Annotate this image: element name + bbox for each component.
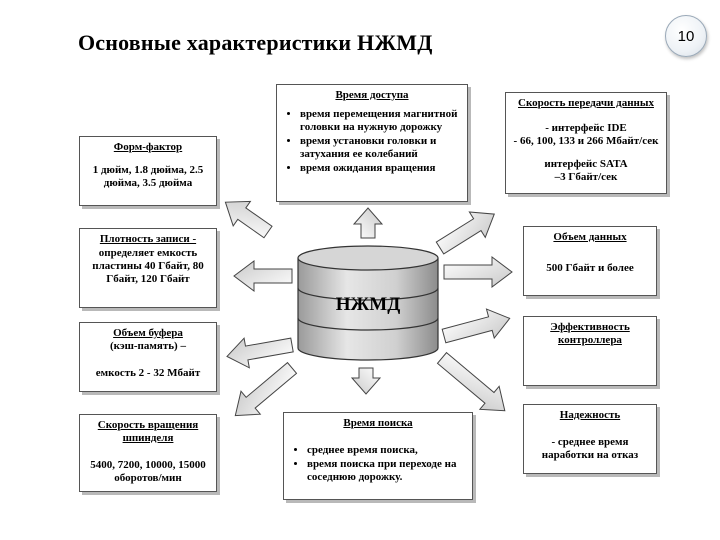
buffer-size-box: Объем буфера (кэш-память) – емкость 2 - … xyxy=(79,322,217,392)
density-text: определяет емкость пластины 40 Гбайт, 80… xyxy=(92,247,204,285)
list-item: время ожидания вращения xyxy=(300,162,462,175)
reliability-heading: Надежность xyxy=(559,409,621,421)
access-time-box: Время доступа время перемещения магнитно… xyxy=(276,84,468,202)
reliability-text: - среднее время наработки на отказ xyxy=(541,436,639,461)
arrow-down xyxy=(350,367,382,395)
arrow-down-left xyxy=(234,361,298,417)
form-factor-values: 1 дюйм, 1.8 дюйма, 2.5 дюйма, 3.5 дюйма xyxy=(92,164,204,189)
arrow-up-left xyxy=(224,200,273,239)
arrow-left-lower xyxy=(226,337,294,369)
buffer-capacity: емкость 2 - 32 Мбайт xyxy=(95,367,201,379)
access-time-list: время перемещения магнитной головки на н… xyxy=(282,108,462,175)
arrow-right-lower xyxy=(441,308,511,344)
capacity-value: 500 Гбайт и более xyxy=(546,262,634,274)
recording-density-box: Плотность записи - определяет емкость пл… xyxy=(79,228,217,308)
arrow-down-right xyxy=(436,351,506,412)
data-capacity-box: Объем данных 500 Гбайт и более xyxy=(523,226,657,296)
arrow-up xyxy=(352,207,384,239)
controller-efficiency-box: Эффективность контроллера xyxy=(523,316,657,386)
form-factor-heading: Форм-фактор xyxy=(113,141,183,153)
disk-cylinder-icon xyxy=(297,245,439,361)
sata-speed: –3 Гбайт/сек xyxy=(554,171,618,183)
list-item: время перемещения магнитной головки на н… xyxy=(300,108,462,134)
access-time-heading: Время доступа xyxy=(335,89,409,101)
ide-interface: - интерфейс IDE xyxy=(545,122,627,134)
list-item: время поиска при переходе на соседнюю до… xyxy=(307,458,467,484)
sata-interface: интерфейс SATA xyxy=(544,158,628,170)
buffer-cache-label: (кэш-память) – xyxy=(110,340,186,352)
buffer-heading: Объем буфера xyxy=(113,327,183,339)
density-heading: Плотность записи - xyxy=(99,233,197,245)
seek-time-list: среднее время поиска, время поиска при п… xyxy=(289,444,467,484)
capacity-heading: Объем данных xyxy=(553,231,627,243)
arrow-up-right xyxy=(435,211,495,255)
controller-heading: Эффективность контроллера xyxy=(550,321,630,346)
transfer-speed-box: Скорость передачи данных - интерфейс IDE… xyxy=(505,92,667,194)
form-factor-box: Форм-фактор 1 дюйм, 1.8 дюйма, 2.5 дюйма… xyxy=(79,136,217,206)
seek-time-heading: Время поиска xyxy=(343,417,413,429)
ide-speeds: - 66, 100, 133 и 266 Мбайт/сек xyxy=(513,135,659,147)
transfer-speed-heading: Скорость передачи данных xyxy=(518,97,654,109)
arrow-right-upper xyxy=(443,256,513,288)
page-title: Основные характеристики НЖМД xyxy=(78,30,433,55)
seek-time-box: Время поиска среднее время поиска, время… xyxy=(283,412,473,500)
spindle-values: 5400, 7200, 10000, 15000 оборотов/мин xyxy=(90,459,206,484)
hdd-center-label: НЖМД xyxy=(335,294,401,315)
spindle-heading: Скорость вращения шпинделя xyxy=(97,419,199,444)
list-item: среднее время поиска, xyxy=(307,444,467,457)
spindle-speed-box: Скорость вращения шпинделя 5400, 7200, 1… xyxy=(79,414,217,492)
list-item: время установки головки и затухания ее к… xyxy=(300,135,462,161)
reliability-box: Надежность - среднее время наработки на … xyxy=(523,404,657,474)
page-number-badge: 10 xyxy=(665,15,707,57)
arrow-left-upper xyxy=(233,260,293,292)
